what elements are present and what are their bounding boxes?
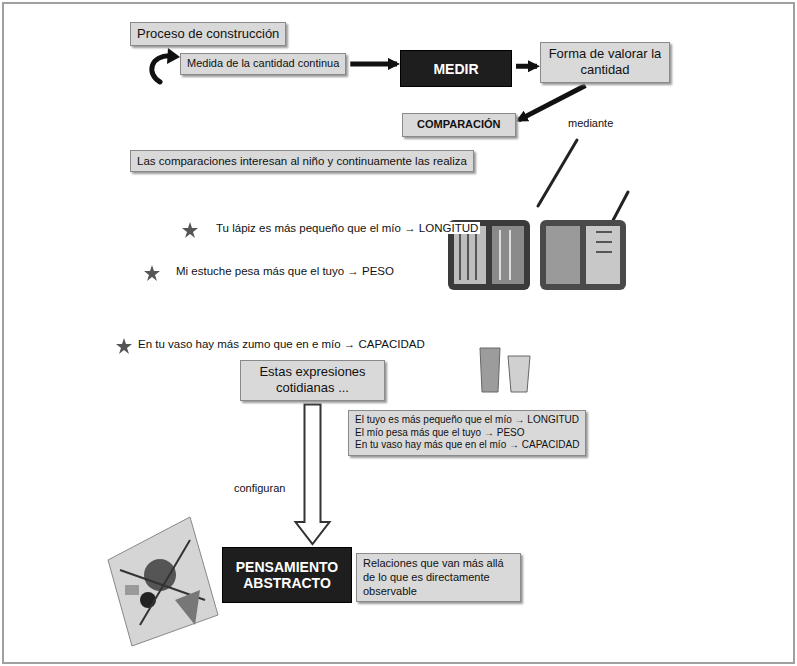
box-text: El tuyo es más pequeño que el mío → LONG… (355, 414, 579, 427)
box-text: Forma de valorar la cantidad (547, 46, 663, 79)
example-sentence: En tu vaso hay más zumo que en e mío → C… (136, 338, 427, 350)
process-box: Forma de valorar la cantidad (540, 42, 670, 83)
pencil-drawing (538, 140, 577, 206)
process-box: COMPARACIÓN (402, 113, 516, 137)
box-text: Relaciones que van más allá de lo que es… (363, 557, 514, 598)
star-symbol (116, 338, 132, 354)
key-box: MEDIR (400, 50, 512, 87)
example-sentence: Tu lápiz es más pequeño que el mío → LON… (214, 222, 480, 234)
box-text: MEDIR (407, 61, 505, 77)
edge-label: configuran (232, 482, 287, 494)
note-box: Relaciones que van más allá de lo que es… (356, 553, 521, 602)
examples-box: El tuyo es más pequeño que el mío → LONG… (348, 410, 586, 456)
box-text: COMPARACIÓN (417, 118, 501, 132)
box-text: El mío pesa más que el tuyo → PESO (355, 427, 579, 440)
box-text: Proceso de construcción (137, 26, 279, 42)
process-box: Estas expresiones cotidianas ... (240, 360, 385, 401)
box-text: En tu vaso hay más que en el mío → CAPAC… (355, 439, 579, 452)
hook-arrow-head (167, 48, 180, 64)
pencil-case-drawing (540, 220, 626, 290)
flow-arrow (350, 61, 397, 66)
box-text: Las comparaciones interesan al niño y co… (137, 154, 467, 168)
flow-arrow (519, 86, 586, 121)
example-sentence: Mi estuche pesa más que el tuyo → PESO (174, 265, 396, 277)
box-text: Estas expresiones cotidianas ... (247, 364, 378, 397)
star-symbol (182, 222, 198, 238)
star-symbol (144, 265, 160, 281)
note-box: Las comparaciones interesan al niño y co… (130, 150, 474, 172)
box-text: PENSAMIENTO ABSTRACTO (229, 559, 345, 591)
edge-label: mediante (566, 117, 615, 129)
glass-drawing (480, 348, 530, 392)
hollow-arrow (296, 405, 330, 545)
heading-box: Proceso de construcción (130, 22, 286, 46)
key-box: PENSAMIENTO ABSTRACTO (222, 547, 352, 603)
process-box: Medida de la cantidad continua (180, 53, 346, 75)
box-text: Medida de la cantidad continua (187, 57, 339, 71)
abstract-painting (108, 517, 218, 646)
flow-arrow (516, 64, 537, 69)
